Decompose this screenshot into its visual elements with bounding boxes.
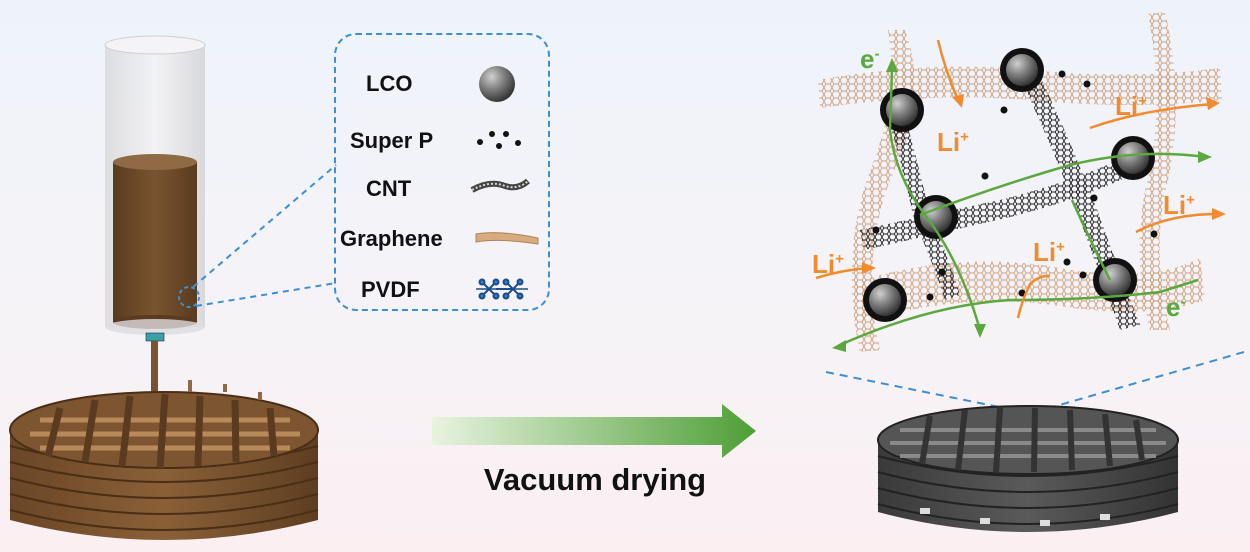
sheet-icon [475, 232, 539, 245]
legend-label-graphene: Graphene [340, 226, 443, 251]
lco-particle [1111, 136, 1155, 180]
li-ion-paths [815, 39, 1219, 319]
nozzle-connector [145, 332, 165, 342]
dots-icon [477, 131, 521, 149]
process-label: Vacuum drying [483, 462, 707, 497]
tube-icon [470, 178, 531, 193]
legend-box [334, 33, 550, 311]
lco-particles [863, 48, 1155, 322]
ink-slurry [113, 162, 197, 322]
legend-label-super-p: Super P [350, 128, 434, 153]
wet-printed-electrode [9, 380, 319, 540]
li-ion-label: Li+ [1115, 91, 1147, 121]
zoom-circle-left [178, 286, 200, 308]
super-p-particles [872, 70, 1158, 301]
li-ion-label: Li+ [937, 127, 969, 157]
zoom-lines-right [825, 351, 1245, 411]
lco-particle [863, 278, 907, 322]
lco-particle [880, 88, 924, 132]
nozzle-filament [151, 341, 158, 421]
legend-icons [470, 66, 539, 300]
process-arrow [432, 404, 756, 458]
li-ion-label: Li+ [1163, 190, 1195, 220]
ink-surface [113, 154, 197, 170]
zoom-lines-left [192, 164, 337, 307]
sphere-icon [479, 66, 515, 102]
lco-particle [1000, 48, 1044, 92]
li-ion-arrowheads [862, 94, 1226, 274]
legend-label-pvdf: PVDF [361, 277, 420, 302]
binder-icon [476, 278, 528, 300]
microstructure [815, 12, 1226, 352]
syringe-top [104, 35, 206, 55]
li-ion-label: Li+ [1033, 237, 1065, 267]
li-ion-label: Li+ [812, 249, 844, 279]
dried-printed-electrode [877, 405, 1179, 532]
electron-arrowheads [832, 58, 1212, 352]
electron-label: e- [1166, 292, 1186, 322]
printing-syringe [104, 35, 206, 421]
legend-label-lco: LCO [366, 71, 413, 96]
electron-label: e- [860, 44, 880, 74]
electron-paths [839, 69, 1206, 347]
legend-label-cnt: CNT [366, 176, 412, 201]
